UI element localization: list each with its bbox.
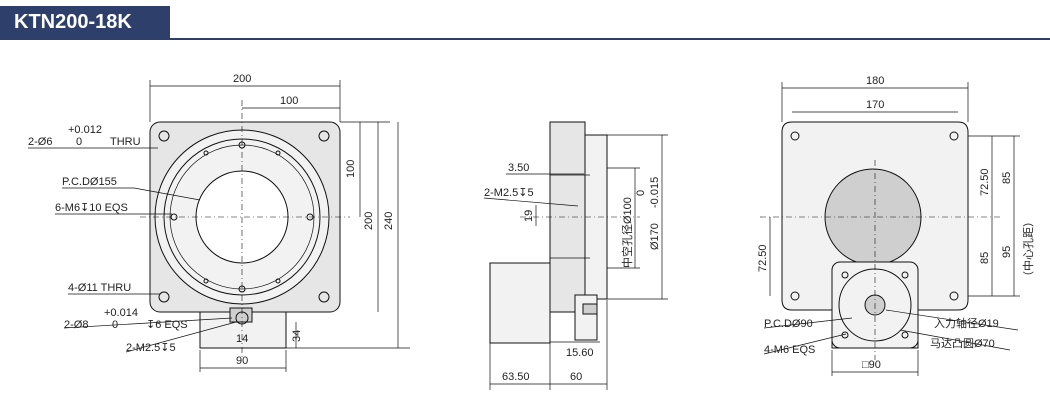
back-m6-hole xyxy=(841,271,849,279)
back-dim-170: 170 xyxy=(866,99,884,111)
side-dim-19: 19 xyxy=(523,210,535,222)
back-label-input: 入力轴径Ø19 xyxy=(934,316,999,330)
back-label-center: （中心孔距） xyxy=(1022,216,1035,282)
side-dim-350: 3.50 xyxy=(508,162,529,174)
back-view: 180 170 72.50 85 85 95 （中心孔距） 72.50 P.C.… xyxy=(757,75,1035,376)
front-pin-block xyxy=(229,307,253,323)
front-corner-hole-bl xyxy=(158,291,170,303)
back-leader-pcd90 xyxy=(763,317,853,329)
side-leader-m25 xyxy=(483,197,579,207)
front-label-m6: 6-M6↧10 EQS xyxy=(55,202,128,214)
side-dim-60: 60 xyxy=(570,371,582,383)
front-label-thru-tol-bottom: 0 xyxy=(76,136,82,148)
back-corner-hole xyxy=(949,291,959,301)
front-label-4phi11: 4-Ø11 THRU xyxy=(68,282,131,294)
back-dim-sq90: □90 xyxy=(862,359,881,371)
front-leader-m25 xyxy=(125,321,237,353)
front-label-2phi8-tol-bottom: 0 xyxy=(112,319,118,331)
side-label-170: Ø170 xyxy=(649,223,661,250)
front-dim-200: 200 xyxy=(233,73,251,85)
back-m6-hole xyxy=(901,331,909,339)
front-dim-240: 240 xyxy=(383,212,395,230)
front-dim-200-v: 200 xyxy=(363,212,375,230)
back-corner-hole xyxy=(790,291,800,301)
front-leader-pcd xyxy=(133,187,201,201)
front-label-2phi8-tol-top: +0.014 xyxy=(104,307,138,319)
front-label-pcd: P.C.DØ155 xyxy=(62,176,117,188)
front-corner-hole-tl xyxy=(158,130,170,142)
back-m6-hole xyxy=(901,271,909,279)
front-m6-hole xyxy=(275,278,281,284)
back-label-boss: 马达凸圆Ø70 xyxy=(930,337,995,350)
front-label-2phi8-prefix: 2-Ø8 xyxy=(64,319,88,331)
front-m6-hole xyxy=(275,150,281,156)
side-dim-1560: 15.60 xyxy=(566,347,594,359)
side-label-170-tol-bottom: -0.015 xyxy=(649,177,661,208)
back-leader-m6 xyxy=(763,333,847,355)
side-pin-block xyxy=(582,303,598,315)
front-dim-90: 90 xyxy=(236,355,248,367)
back-dim-85-a: 85 xyxy=(1001,172,1013,184)
front-m6-hole xyxy=(203,278,209,284)
front-label-m25: 2-M2.5↧5 xyxy=(126,342,176,354)
back-label-m6: 4-M6 EQS xyxy=(764,344,815,356)
back-dim-85-b: 85 xyxy=(979,252,991,264)
front-dim-14: 14 xyxy=(236,333,248,345)
front-view: 200 100 100 200 240 90 14 34 2-Ø6 +0.012… xyxy=(28,73,410,372)
back-leader-boss xyxy=(899,329,1011,351)
front-label-2phi8-suffix: ↧6 EQS xyxy=(146,319,188,331)
back-corner-hole xyxy=(949,131,959,141)
side-label-hollow: 中空孔径Ø100 xyxy=(620,197,634,268)
front-leader-phi8 xyxy=(63,317,233,329)
side-base xyxy=(574,294,598,341)
side-label-m25: 2-M2.5↧5 xyxy=(484,187,534,199)
front-label-thru-tol-top: +0.012 xyxy=(68,124,102,136)
front-label-thru-suffix: THRU xyxy=(110,136,141,148)
header-rule xyxy=(0,38,1050,40)
back-dim-7250-left: 72.50 xyxy=(757,244,769,272)
back-dim-180: 180 xyxy=(866,75,884,87)
front-dim-100-v: 100 xyxy=(345,160,357,178)
back-leader-input xyxy=(885,309,1019,331)
back-dim-7250-top: 72.50 xyxy=(979,168,991,196)
back-dim-95: 95 xyxy=(1001,246,1013,258)
model-title-tab: KTN200-18K xyxy=(0,6,170,38)
model-title: KTN200-18K xyxy=(14,11,132,33)
side-dim-6350: 63.50 xyxy=(502,371,530,383)
side-motor-adapter xyxy=(489,262,551,344)
back-corner-hole xyxy=(790,131,800,141)
back-label-pcd90: P.C.DØ90 xyxy=(764,318,813,330)
side-label-170-tol-top: 0 xyxy=(635,190,647,196)
front-dim-34: 34 xyxy=(291,330,303,342)
front-corner-hole-br xyxy=(318,291,330,303)
front-label-thru-prefix: 2-Ø6 xyxy=(28,136,52,148)
front-m6-hole xyxy=(203,150,209,156)
side-view: 3.50 2-M2.5↧5 19 中空孔径Ø100 Ø170 0 -0.015 … xyxy=(483,121,668,390)
front-corner-hole-tr xyxy=(318,130,330,142)
front-dim-100: 100 xyxy=(280,95,298,107)
